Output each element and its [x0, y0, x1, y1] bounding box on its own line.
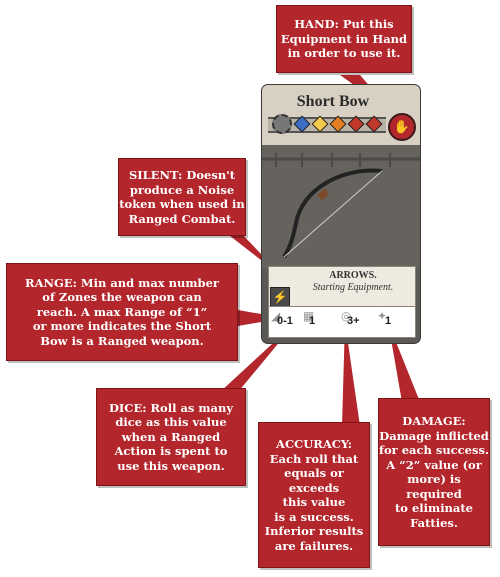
callout-line: token when used in — [119, 197, 245, 211]
leader-range — [238, 310, 284, 326]
accuracy-icon: ◎ — [341, 309, 352, 323]
callout-dice: DICE: Roll as many dice as this value wh… — [96, 388, 246, 486]
card-text-box: ARROWS. Starting Equipment. — [268, 266, 416, 308]
callout-line: produce a Noise — [129, 182, 235, 197]
stat-accuracy: 3+ — [347, 315, 360, 327]
callout-line: A “2” value (or — [386, 457, 482, 472]
gear-icon — [272, 114, 292, 134]
callout-line: for each success. — [379, 443, 489, 457]
silent-icon: ⚡ — [270, 287, 290, 307]
callout-line: use this weapon. — [117, 458, 225, 473]
stat-dice: 1 — [309, 315, 316, 327]
callout-line: RANGE: Min and max number — [25, 275, 219, 290]
equipment-card: Short Bow ✋ ARROWS. Starting Equipment. … — [262, 85, 420, 343]
callout-line: DAMAGE: — [402, 414, 466, 428]
callout-line: in order to use it. — [287, 46, 401, 61]
callout-range: RANGE: Min and max number of Zones the w… — [6, 263, 238, 361]
range-icon: ◢ — [271, 309, 281, 323]
callout-line: HAND: Put this — [294, 17, 394, 32]
stat-row: ◢ 0-1 ▦ 1 ◎ 3+ ✦ 1 — [268, 306, 416, 338]
callout-line: Equipment in Hand — [280, 31, 408, 46]
callout-line: are failures. — [274, 538, 354, 553]
stat-range: 0-1 — [277, 315, 293, 327]
callout-line: dice as this value — [115, 415, 227, 430]
callout-line: when a Ranged — [121, 429, 221, 444]
callout-hand: HAND: Put this Equipment in Hand in orde… — [276, 5, 412, 73]
callout-line: Fatties. — [410, 515, 458, 530]
stat-damage: 1 — [385, 315, 392, 327]
card-title: Short Bow — [296, 93, 370, 110]
callout-line: to eliminate — [394, 501, 474, 515]
card-subtitle: Starting Equipment. — [312, 282, 394, 293]
callout-line: Each roll that — [269, 451, 359, 466]
callout-line: or more indicates the Short — [32, 319, 212, 334]
callout-line: Bow is a Ranged weapon. — [40, 333, 204, 348]
callout-line: reach. A max Range of “1” — [36, 304, 208, 319]
callout-line: Ranged Combat. — [128, 211, 236, 226]
callout-line: SILENT: Doesn't — [128, 168, 236, 182]
damage-icon: ✦ — [377, 309, 388, 323]
callout-line: is a success. — [274, 509, 354, 524]
callout-line: Inferior results — [264, 524, 364, 538]
callout-line: of Zones the weapon can — [42, 290, 202, 305]
callout-line: this value — [282, 495, 346, 509]
callout-accuracy: ACCURACY: Each roll that equals or excee… — [258, 422, 370, 568]
leader-accuracy — [342, 322, 360, 426]
callout-line: DICE: Roll as many — [108, 400, 234, 415]
callout-silent: SILENT: Doesn't produce a Noise token wh… — [118, 158, 246, 236]
dice-icon: ▦ — [303, 309, 315, 323]
callout-damage: DAMAGE: Damage inflicted for each succes… — [378, 398, 490, 546]
callout-line: Action is spent to — [114, 444, 228, 459]
callout-line: Damage inflicted — [379, 428, 489, 443]
callout-line: equals or exceeds — [284, 466, 344, 495]
callout-line: more) is required — [406, 472, 462, 501]
bow-illustration — [262, 145, 420, 269]
callout-line: ACCURACY: — [276, 437, 352, 451]
hand-icon: ✋ — [388, 113, 416, 141]
card-keyword: ARROWS. — [329, 270, 377, 281]
